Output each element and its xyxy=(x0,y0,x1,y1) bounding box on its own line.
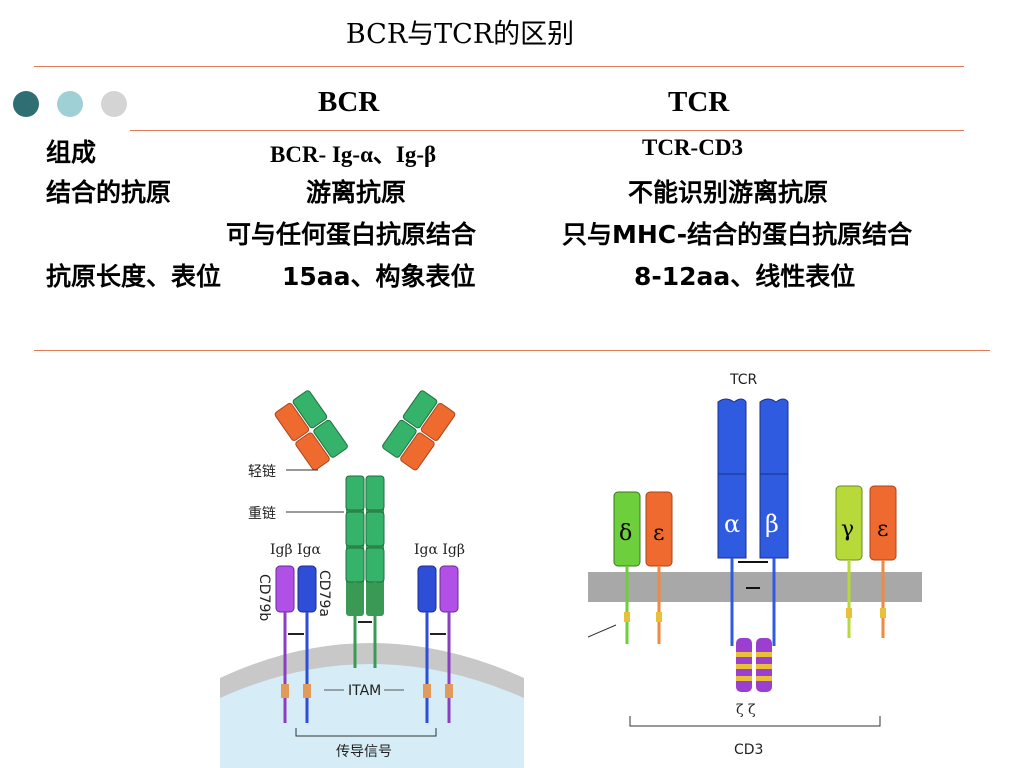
cell-tcr-binding: 只与MHC-结合的蛋白抗原结合 xyxy=(562,220,913,249)
cd3-label: CD3 xyxy=(734,742,763,758)
ig-right-label: Igα Igβ xyxy=(414,542,465,558)
cell-bcr-antigen: 游离抗原 xyxy=(306,178,407,207)
cell-tcr-composition: TCR-CD3 xyxy=(642,135,743,160)
itam-label: ITAM xyxy=(348,683,381,699)
alpha-label: α xyxy=(724,510,740,538)
heavy-chain-label: 重链 xyxy=(248,506,276,522)
cell-bcr-binding: 可与任何蛋白抗原结合 xyxy=(226,220,477,249)
signal-label: 传导信号 xyxy=(336,744,392,760)
cd79b-label: CD79b xyxy=(256,574,272,621)
beta-label: β xyxy=(765,510,779,538)
cell-tcr-epitope: 8-12aa、线性表位 xyxy=(634,262,856,291)
cell-tcr-antigen: 不能识别游离抗原 xyxy=(628,178,829,207)
dot-dark xyxy=(13,91,39,117)
column-header-tcr: TCR xyxy=(668,86,730,118)
top-divider xyxy=(34,66,964,67)
epsilon-left-label: ε xyxy=(653,521,664,546)
row-label-antigen: 结合的抗原 xyxy=(46,178,172,207)
cell-bcr-epitope: 15aa、构象表位 xyxy=(282,262,476,291)
delta-label: δ xyxy=(619,521,632,546)
tcr-diagram: TCR α β ζ ζ δ ε γ ε CD3 xyxy=(587,372,922,758)
cell-bcr-composition: BCR- Ig-α、Ig-β xyxy=(270,142,437,167)
light-chain-label: 轻链 xyxy=(248,464,276,480)
gamma-label: γ xyxy=(841,517,854,542)
bottom-divider xyxy=(34,350,990,351)
header-divider xyxy=(130,130,964,131)
dot-gray xyxy=(101,91,127,117)
column-header-bcr: BCR xyxy=(318,86,380,118)
row-label-epitope: 抗原长度、表位 xyxy=(46,262,222,291)
page-title: BCR与TCR的区别 xyxy=(345,19,575,50)
dot-teal xyxy=(57,91,83,117)
zeta-label: ζ ζ xyxy=(736,702,756,718)
cd79a-label: CD79a xyxy=(316,570,332,617)
ig-left-label: Igβ Igα xyxy=(270,542,322,558)
row-label-composition: 组成 xyxy=(46,138,97,167)
epsilon-right-label: ε xyxy=(877,517,888,542)
bcr-diagram: 轻链 重链 Igβ Igα CD79b CD79a Igα Igβ ITAM 传… xyxy=(220,390,524,768)
tcr-label: TCR xyxy=(729,372,758,388)
